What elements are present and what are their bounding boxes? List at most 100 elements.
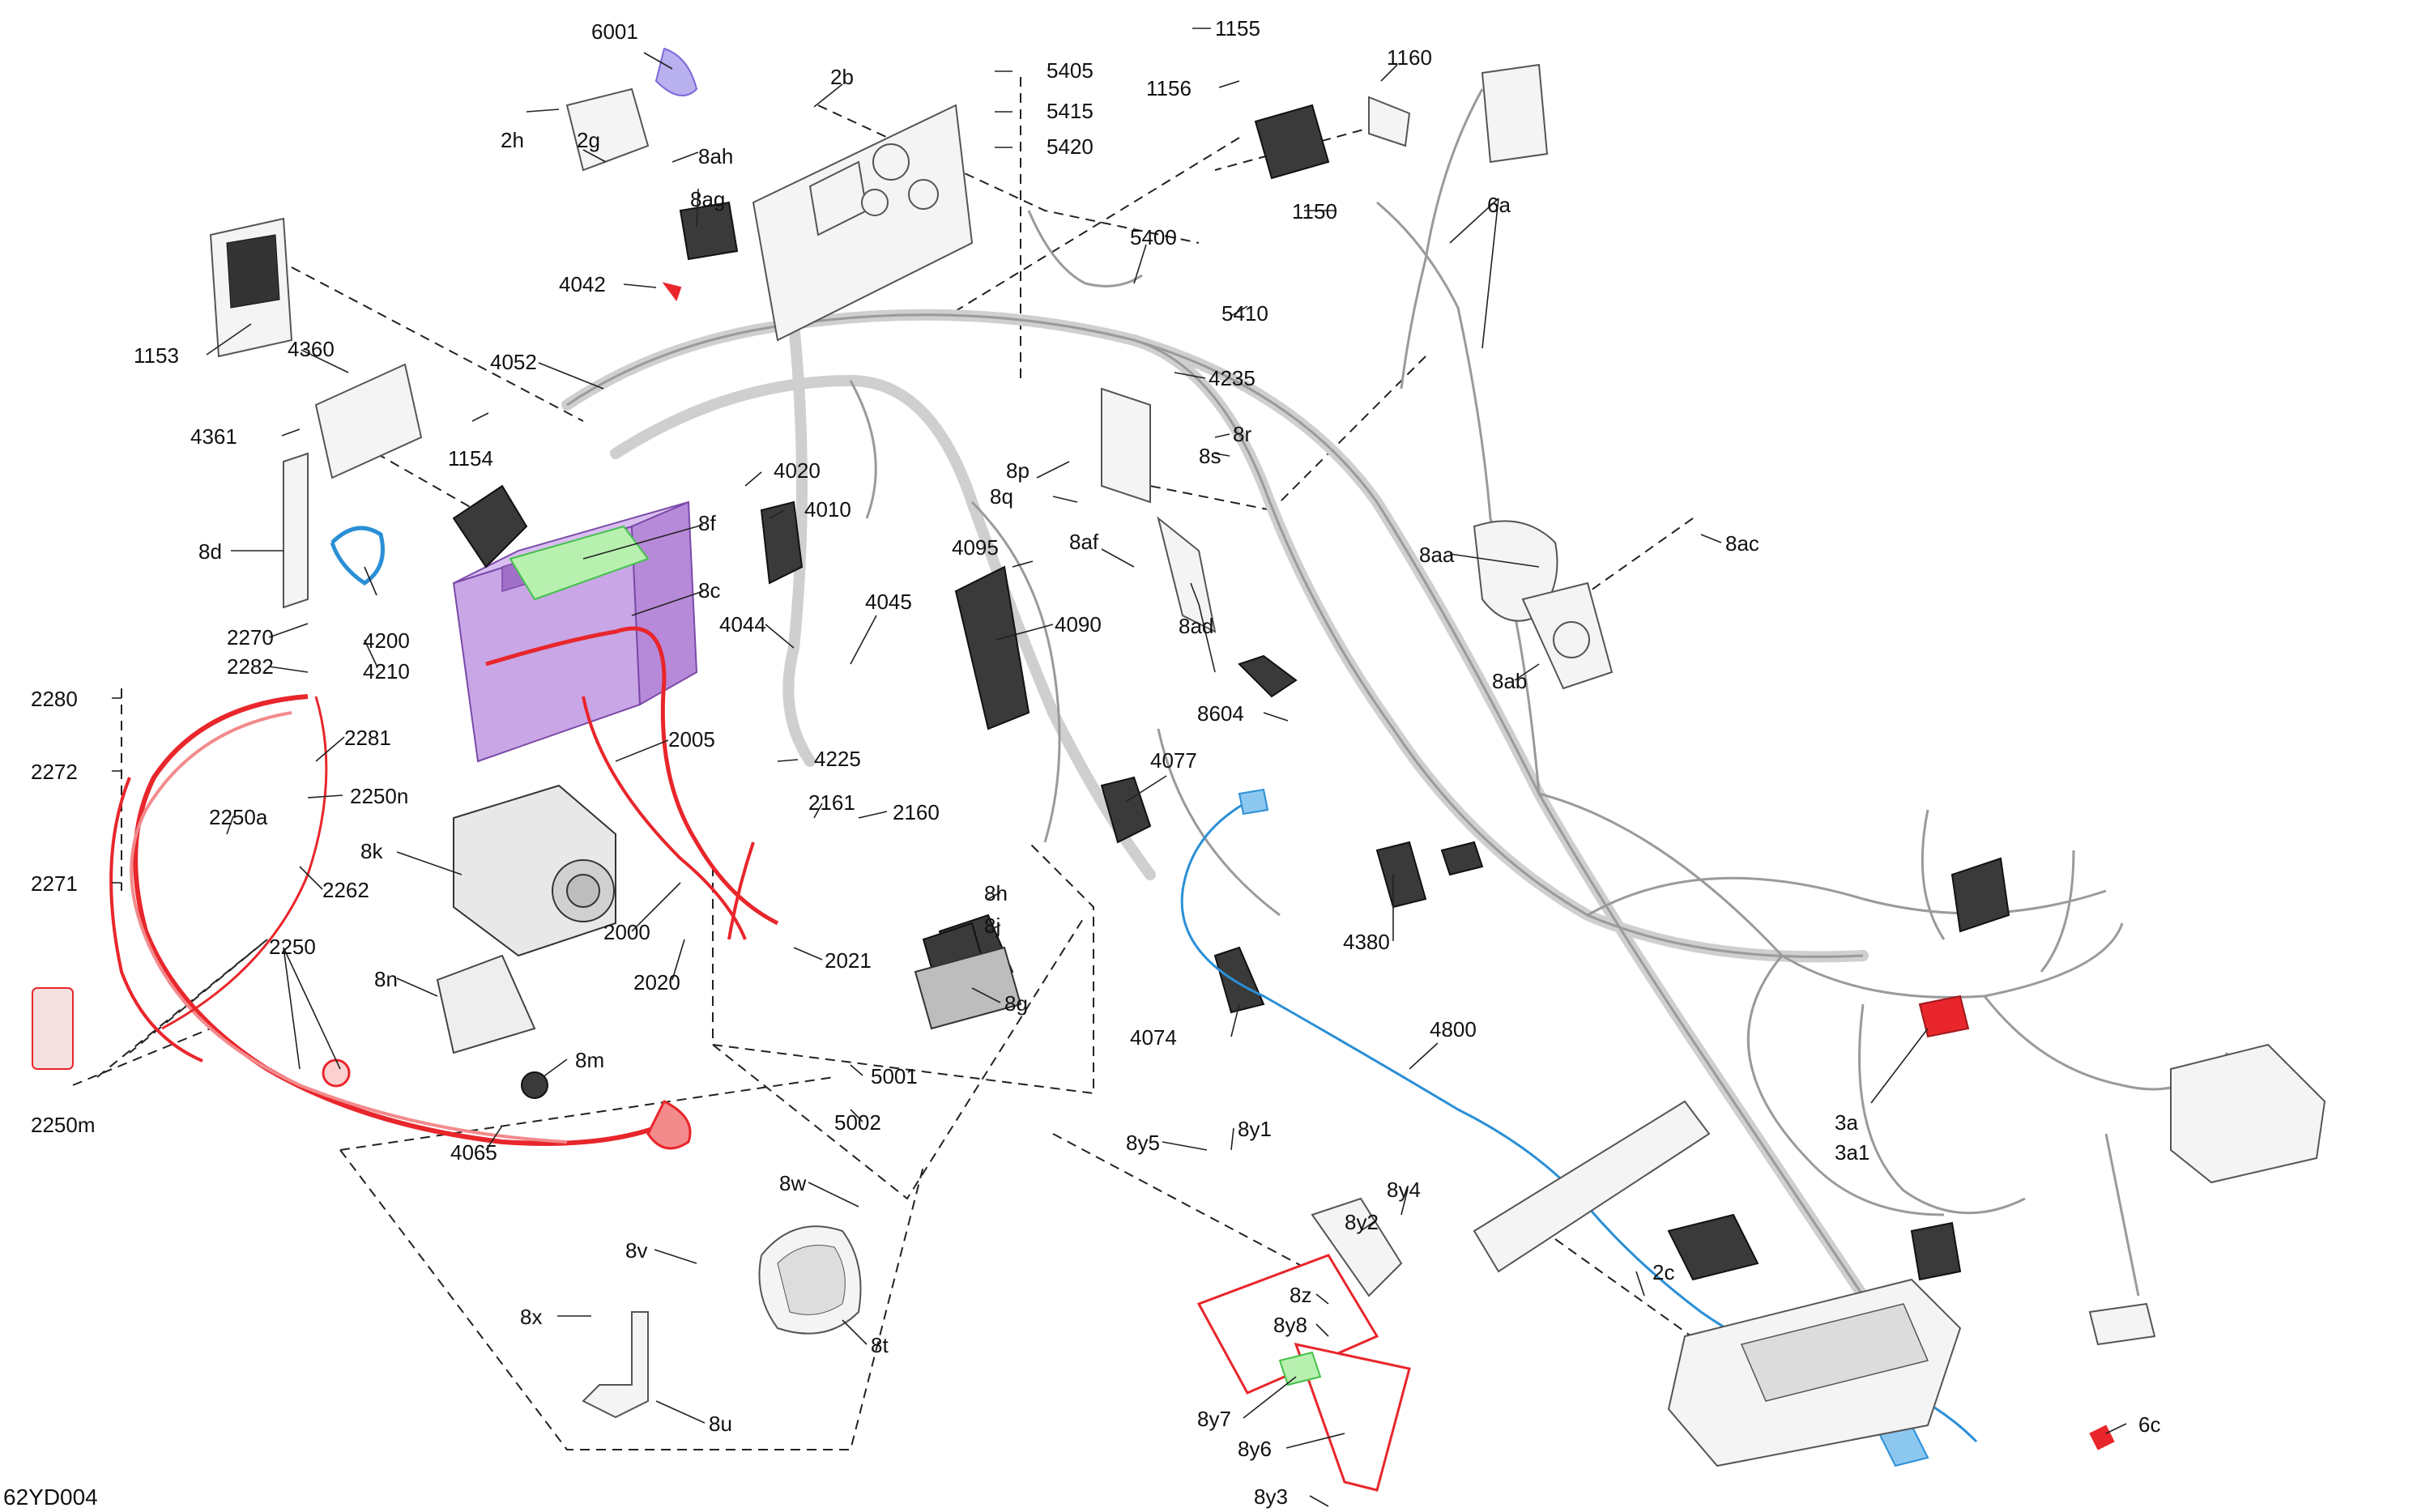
callout-8n: 8n [374,967,398,991]
callout-8af: 8af [1069,530,1099,554]
callout-8y2: 8y2 [1345,1210,1379,1234]
callout-2282: 2282 [227,654,274,679]
callout-8604: 8604 [1197,701,1244,726]
callout-5405: 5405 [1047,58,1094,83]
callout-8y4: 8y4 [1387,1178,1421,1202]
callout-8d: 8d [198,539,222,564]
callout-4020: 4020 [774,458,821,483]
callout-5400: 5400 [1130,225,1177,249]
callout-8ah: 8ah [698,144,733,168]
callout-1156: 1156 [1146,76,1192,100]
callout-8x: 8x [520,1305,542,1329]
callout-8r: 8r [1233,422,1251,446]
callout-8v: 8v [625,1238,647,1263]
callout-labels: 6001 2b 2h 2g 8ah 8ag 4042 1153 4360 436… [3,16,2160,1510]
callout-8g: 8g [1004,991,1028,1016]
callout-6c: 6c [2138,1412,2160,1437]
callout-8ac: 8ac [1725,531,1759,556]
callout-4065: 4065 [450,1140,497,1165]
callout-1160: 1160 [1387,45,1432,70]
callout-4095: 4095 [952,535,999,560]
callout-6a: 6a [1487,193,1511,217]
callout-2000: 2000 [603,920,650,944]
callout-4200: 4200 [363,628,410,653]
callout-2250: 2250 [269,935,316,959]
callout-1153: 1153 [134,343,179,368]
callout-1154: 1154 [448,446,493,471]
callout-2271: 2271 [31,871,78,896]
horn-and-brackets [582,841,1484,1492]
callout-8m: 8m [575,1048,604,1072]
callout-8q: 8q [990,484,1013,509]
callout-5420: 5420 [1047,134,1094,159]
callout-2250m: 2250m [31,1113,96,1137]
callout-8c: 8c [698,578,720,603]
callout-4210: 4210 [363,659,410,684]
callout-4077: 4077 [1150,748,1197,773]
callout-5002: 5002 [834,1110,881,1135]
callout-2021: 2021 [825,948,872,973]
left-components [209,47,739,609]
callout-4052: 4052 [490,350,537,374]
callout-6001: 6001 [591,19,638,44]
callout-4380: 4380 [1343,930,1390,954]
assembly-dashed-lines [72,77,1726,1450]
callout-8y6: 8y6 [1238,1437,1272,1461]
battery-bracket-green [509,525,650,601]
callout-3a: 3a [1835,1110,1858,1135]
callout-2c: 2c [1652,1260,1674,1284]
callout-2h: 2h [501,128,524,152]
callout-8ab: 8ab [1492,669,1527,693]
callout-8t: 8t [871,1333,889,1357]
callout-2b: 2b [830,65,854,89]
callout-8y1: 8y1 [1238,1117,1272,1141]
diagram-code: 62YD004 [3,1484,98,1510]
callout-8y3: 8y3 [1254,1484,1288,1509]
callout-5001: 5001 [871,1064,918,1088]
abs-module [436,784,616,1099]
callout-8f: 8f [698,511,716,535]
callout-4045: 4045 [865,590,912,614]
callout-2270: 2270 [227,625,274,650]
callout-5410: 5410 [1221,301,1268,326]
callout-4044: 4044 [719,612,766,637]
callout-8ad: 8ad [1179,614,1213,638]
callout-2g: 2g [577,128,600,152]
callout-4361: 4361 [190,424,237,449]
callout-8j: 8j [984,914,1000,938]
callout-2020: 2020 [633,970,680,995]
callout-8k: 8k [360,839,383,863]
callout-8w: 8w [779,1171,806,1195]
callout-2262: 2262 [322,878,369,902]
instrument-cluster [752,104,974,342]
callout-4010: 4010 [804,497,851,522]
callout-8s: 8s [1199,444,1221,468]
callout-8aa: 8aa [1419,543,1455,567]
callout-2280: 2280 [31,687,78,711]
callout-2281: 2281 [344,726,391,750]
callout-2250a: 2250a [209,805,268,829]
callout-4235: 4235 [1209,366,1256,390]
callout-1150: 1150 [1292,199,1337,224]
callout-2160: 2160 [893,800,940,824]
callout-4042: 4042 [559,272,606,296]
callout-2161: 2161 [808,790,855,815]
callout-8z: 8z [1290,1283,1311,1307]
callout-4800: 4800 [1430,1017,1477,1041]
callout-4090: 4090 [1055,612,1102,637]
red-cable-2000 [485,626,779,940]
callout-5415: 5415 [1047,99,1094,123]
leader-lines [112,28,2127,1507]
callout-2272: 2272 [31,760,78,784]
callout-4225: 4225 [814,747,861,771]
callout-2005: 2005 [668,727,715,752]
callout-4074: 4074 [1130,1025,1177,1050]
callout-8p: 8p [1006,458,1030,483]
callout-1155: 1155 [1215,16,1260,40]
callout-8h: 8h [984,881,1008,905]
callout-8u: 8u [709,1412,732,1436]
callout-4360: 4360 [288,337,335,361]
callout-8y7: 8y7 [1197,1407,1231,1431]
right-components [1254,63,2326,1467]
